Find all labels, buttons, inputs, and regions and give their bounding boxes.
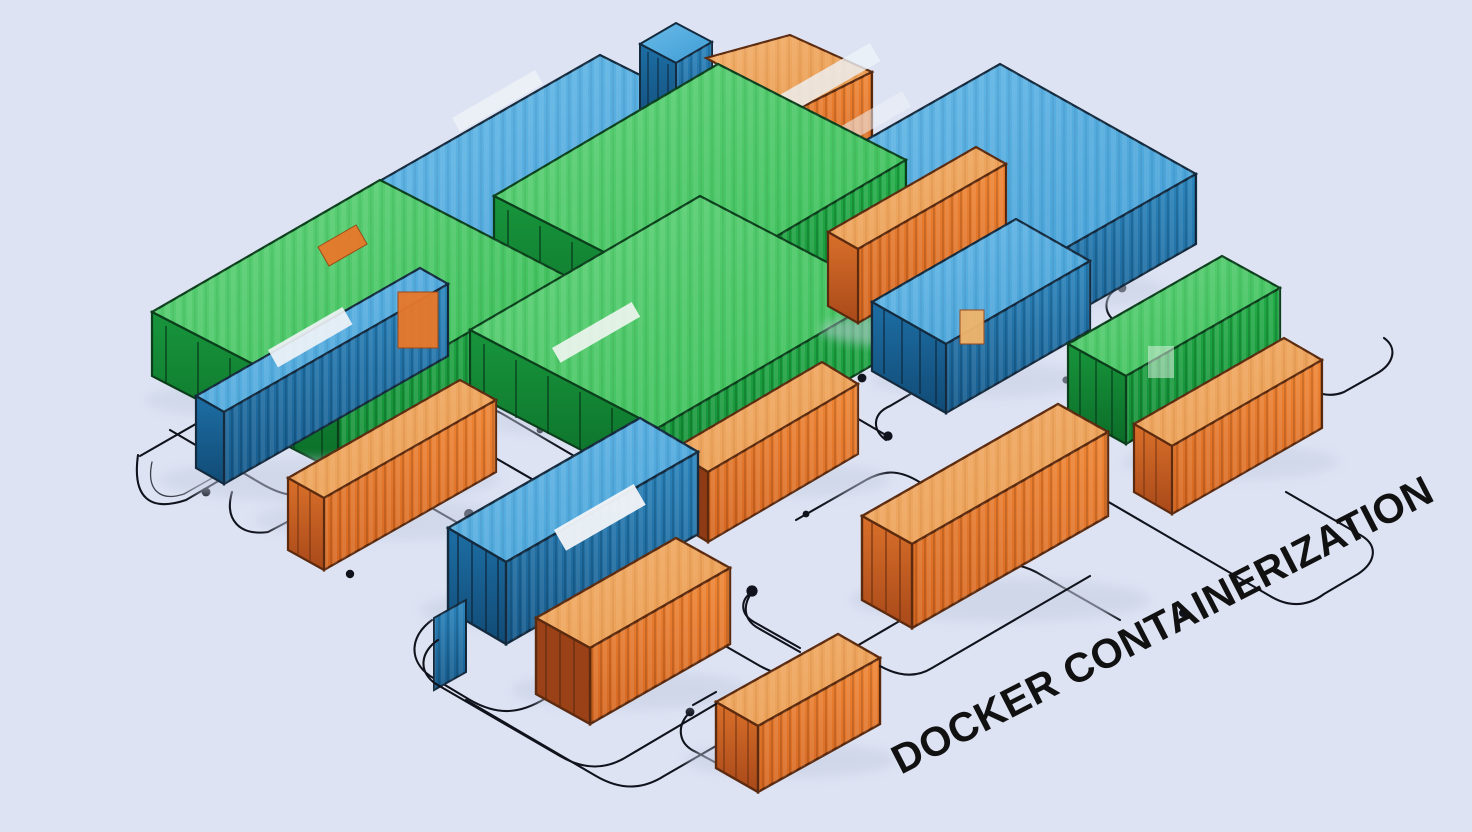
circuit-trace-foreground xyxy=(422,574,1092,768)
trace-node xyxy=(802,510,810,518)
trace-node xyxy=(883,431,893,441)
trace-node xyxy=(1179,609,1187,617)
trace-node xyxy=(685,707,695,717)
trace-path xyxy=(422,638,718,768)
container-c17 xyxy=(512,536,748,727)
trace-path xyxy=(874,364,960,442)
trace-path-thin xyxy=(150,451,259,498)
trace-node xyxy=(857,373,867,383)
trace-path xyxy=(744,590,802,654)
container-c18 xyxy=(685,632,895,795)
container-c12 xyxy=(1122,336,1338,516)
container-c10 xyxy=(869,217,1093,415)
container-c16 xyxy=(850,402,1150,631)
container-c13 xyxy=(255,378,525,572)
container-edge-blue xyxy=(433,598,467,692)
trace-path xyxy=(413,606,702,713)
container-stack xyxy=(145,21,1338,795)
trace-path xyxy=(679,710,746,780)
trace-path xyxy=(464,684,822,788)
trace-path xyxy=(878,574,1092,676)
trace-node xyxy=(345,569,355,579)
trace-path xyxy=(691,690,718,707)
